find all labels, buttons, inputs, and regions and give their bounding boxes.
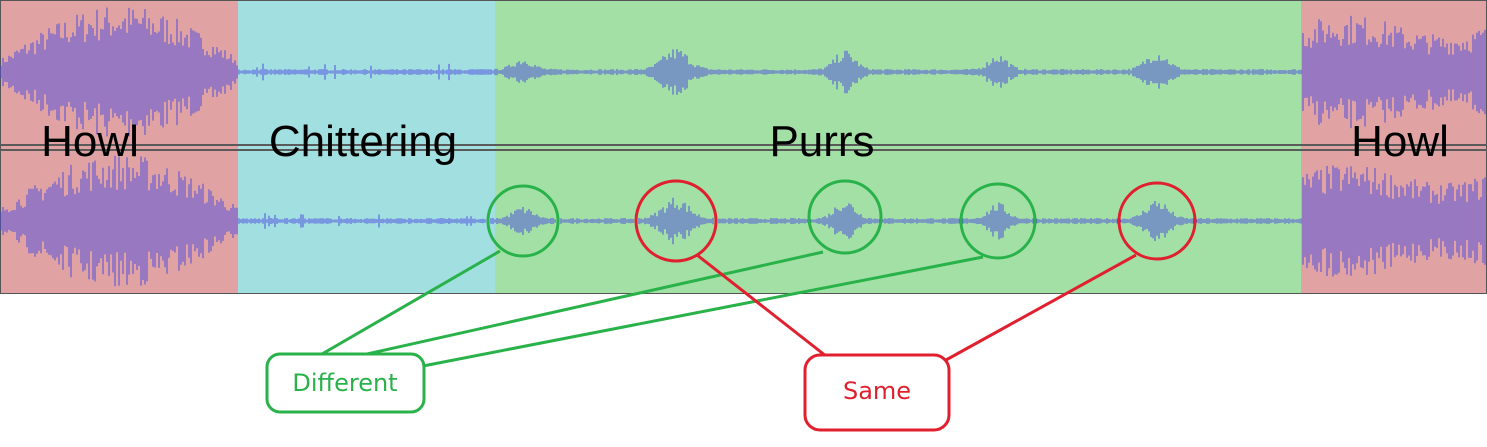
same-purr-circle-1: [634, 179, 718, 263]
same-callout-label: Same: [843, 377, 911, 405]
different-callout-box: [265, 352, 426, 414]
waveform-track-bottom: [0, 155, 1486, 287]
same-callout-box: [803, 353, 951, 432]
same-connector-2: [945, 253, 1137, 362]
different-purr-circle-1: [486, 184, 560, 258]
segment-label-howl-start: Howl: [41, 117, 139, 166]
segment-chittering-bg: [238, 0, 495, 294]
segment-label-howl-end: Howl: [1351, 117, 1449, 166]
different-callout-label: Different: [292, 369, 397, 397]
segment-purrs-bg: [495, 0, 1301, 294]
different-connector-3: [422, 255, 984, 368]
same-purr-circle-2: [1117, 181, 1197, 261]
segment-label-purrs: Purrs: [769, 117, 874, 166]
different-purr-circle-2: [807, 179, 883, 255]
different-purr-circle-3: [959, 182, 1037, 260]
same-connector-1: [696, 253, 827, 358]
different-connector-1: [321, 249, 501, 356]
segment-label-chittering: Chittering: [269, 117, 457, 166]
segment-howl-end-bg: [1301, 0, 1487, 294]
different-connector-2: [366, 250, 824, 356]
waveform-track-top: [0, 7, 1486, 137]
